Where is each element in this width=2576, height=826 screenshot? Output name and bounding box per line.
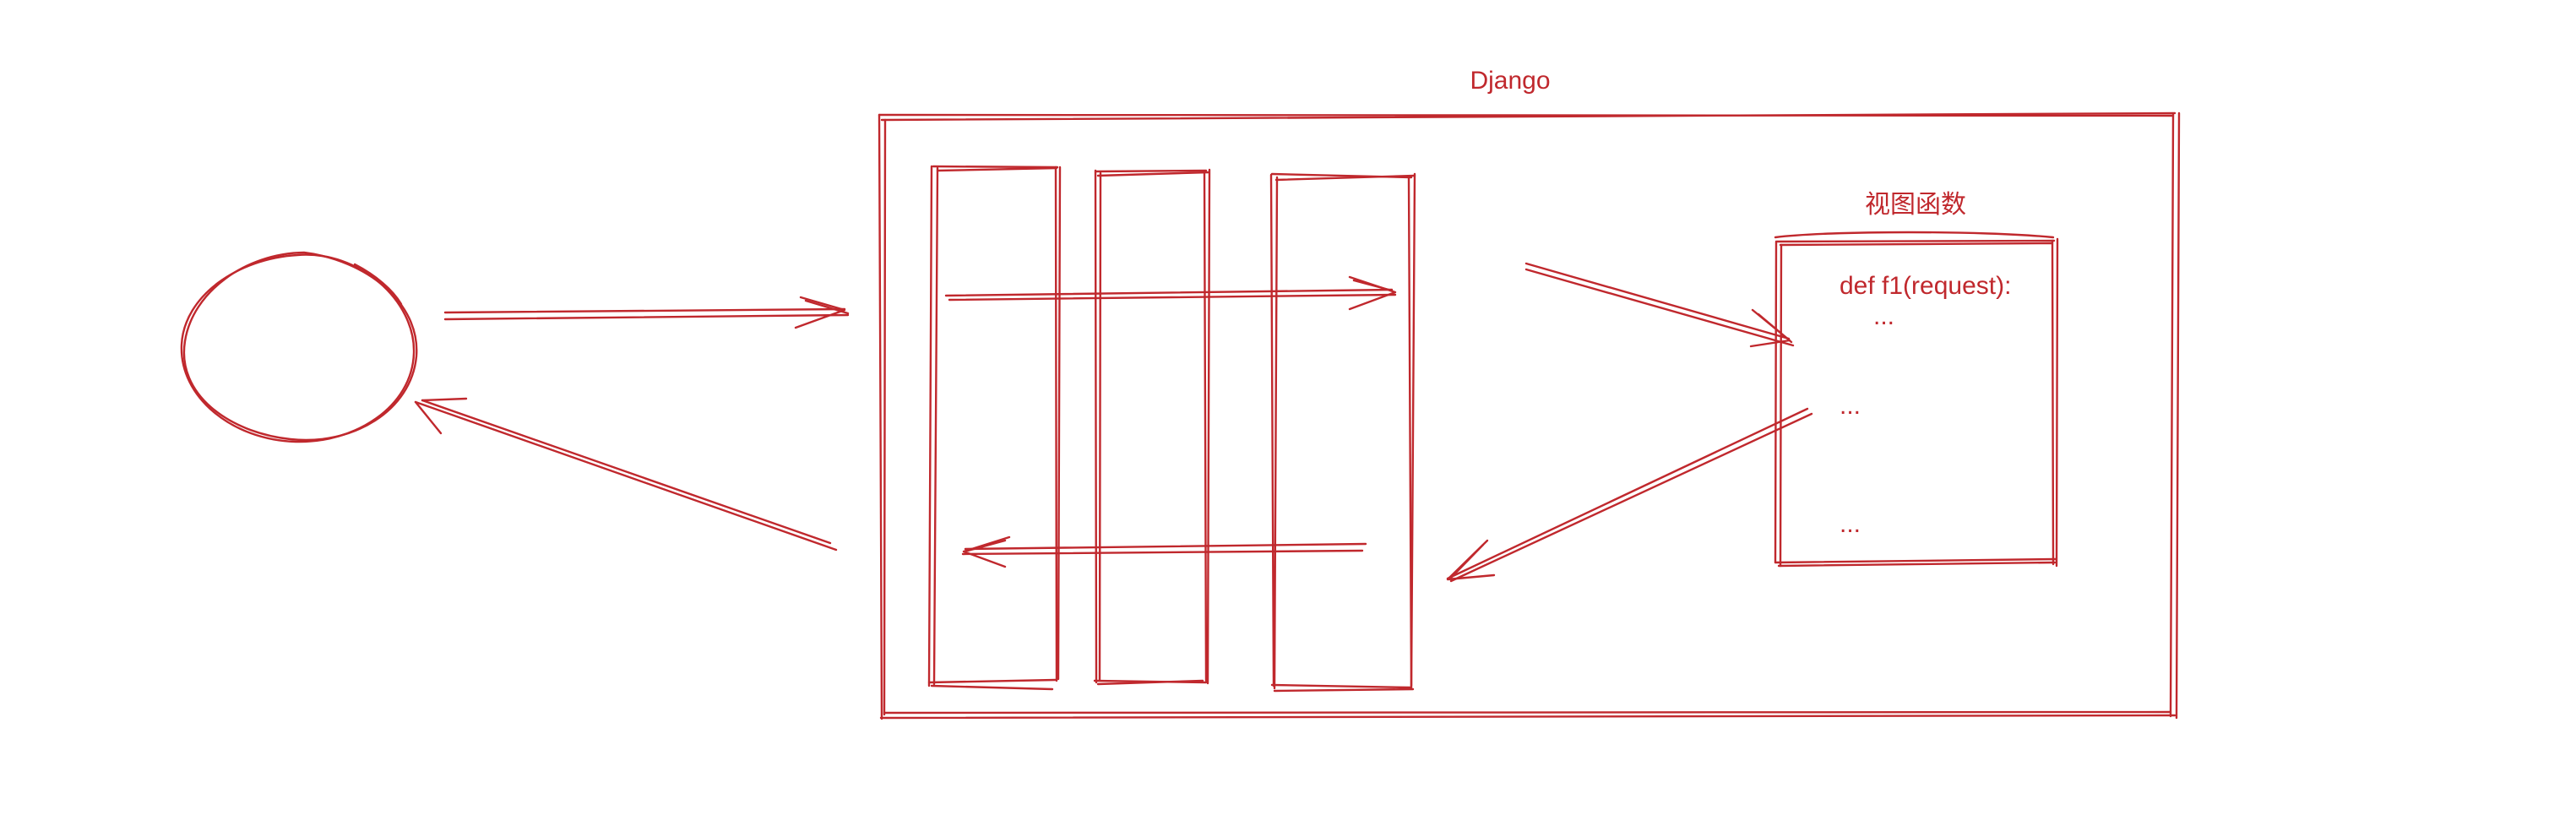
django-title: Django — [1470, 67, 1550, 95]
arrow-to-view-function — [1524, 262, 1795, 348]
middleware-column-1 — [927, 165, 1062, 691]
view-function-box — [1774, 231, 2059, 568]
view-function-title: 视图函数 — [1865, 190, 1966, 220]
request-arrow-client-to-django — [443, 296, 850, 329]
code-line-ellipsis-3: ... — [1840, 510, 1861, 538]
code-line-ellipsis-1: ... — [1873, 302, 1894, 330]
response-arrow-django-to-client — [414, 397, 838, 552]
code-line-def: def f1(request): — [1840, 272, 2011, 300]
middleware-request-arrow — [944, 275, 1397, 311]
client-circle — [180, 251, 418, 443]
django-frame — [878, 111, 2181, 720]
middleware-column-2 — [1093, 168, 1211, 686]
middleware-response-arrow — [961, 535, 1367, 568]
arrow-from-view-function — [1446, 407, 1813, 583]
middleware-column-3 — [1269, 172, 1416, 693]
code-line-ellipsis-2: ... — [1840, 392, 1861, 420]
